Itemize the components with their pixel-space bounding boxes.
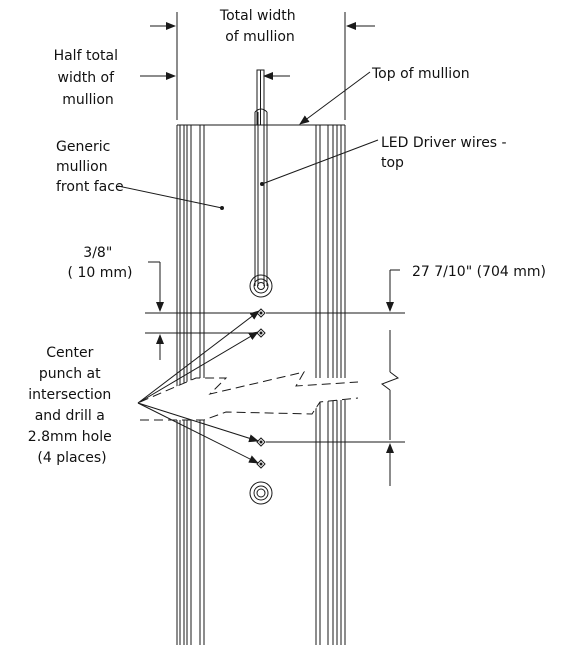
break-lines xyxy=(139,371,359,421)
generic-face-leader xyxy=(117,185,223,209)
lower-grommet xyxy=(249,481,273,505)
led-wires-leader xyxy=(261,139,379,185)
center-punch-leaders xyxy=(137,310,260,464)
top-of-mullion-label: Top of mullion xyxy=(371,66,470,82)
center-punch-label: Center punch at intersection and drill a… xyxy=(28,345,116,466)
led-wires-leader-dot xyxy=(260,182,264,186)
led-driver-wire-channel xyxy=(254,69,268,286)
mullion-right-grooves xyxy=(315,125,346,645)
top-of-mullion-leader xyxy=(299,71,371,125)
generic-face-leader-dot xyxy=(220,206,224,210)
span-dimension xyxy=(266,269,405,486)
half-width-label: Half total width of mullion xyxy=(54,48,123,108)
total-width-dimension xyxy=(150,12,375,120)
generic-face-label: Generic mullion front face xyxy=(56,139,124,195)
span-dimension-label: 27 7/10" (704 mm) xyxy=(412,264,546,280)
total-width-label: Total width of mullion xyxy=(219,8,300,45)
offset-dimension xyxy=(145,261,256,360)
led-driver-wires-label: LED Driver wires - top xyxy=(381,135,511,171)
upper-grommet xyxy=(249,274,273,298)
offset-dimension-label: 3/8" ( 10 mm) xyxy=(68,245,133,281)
mullion-left-grooves xyxy=(176,125,205,645)
